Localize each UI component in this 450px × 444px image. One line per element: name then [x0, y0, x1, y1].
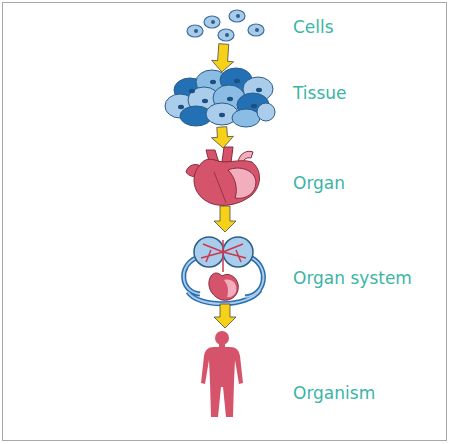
level-label: Organism — [293, 382, 443, 404]
nucleus — [194, 29, 198, 33]
level-arrow — [212, 44, 234, 72]
head — [215, 331, 229, 345]
frame — [3, 3, 447, 441]
nucleus — [256, 88, 262, 92]
level-node: Cells — [185, 8, 265, 44]
vessel-loop — [184, 258, 200, 294]
cell — [248, 24, 264, 36]
nucleus — [236, 14, 240, 18]
vessel-loop — [184, 258, 200, 294]
nucleus — [211, 20, 215, 24]
body — [201, 347, 243, 417]
lung — [194, 237, 224, 267]
vessel — [222, 147, 233, 163]
level-node: Organ — [183, 148, 267, 206]
vessel — [201, 244, 223, 262]
nucleus — [202, 99, 208, 103]
nucleus — [251, 104, 257, 108]
cell — [229, 10, 245, 22]
level-arrow — [214, 206, 236, 232]
organ-system-illustration — [184, 237, 264, 304]
heart-body — [194, 159, 259, 205]
nucleus — [189, 89, 195, 93]
vessel — [223, 244, 246, 262]
tissue-cell — [257, 103, 275, 121]
heart-line — [214, 172, 226, 203]
level-node: Organism — [195, 328, 255, 420]
level-node: Tissue — [165, 72, 275, 127]
tissue-cell — [232, 109, 260, 127]
nucleus — [227, 97, 233, 101]
nucleus — [178, 105, 184, 109]
cell — [204, 16, 220, 28]
organism-illustration — [201, 331, 243, 417]
ventricle — [224, 280, 236, 298]
level-arrow — [211, 127, 233, 148]
ventricle — [228, 168, 256, 198]
tissue-illustration — [165, 68, 275, 127]
level-label: Tissue — [293, 82, 443, 104]
lung — [223, 237, 253, 267]
level-label: Organ system — [293, 267, 443, 289]
nucleus — [255, 28, 259, 32]
level-label: Organ — [293, 172, 443, 194]
level-arrow — [214, 304, 236, 328]
nucleus — [210, 80, 216, 84]
level-node: Organ system — [180, 232, 270, 304]
cell — [187, 25, 203, 37]
nucleus — [219, 113, 225, 117]
nucleus — [225, 33, 229, 37]
heart-illustration — [186, 147, 260, 205]
cell — [218, 29, 234, 41]
vessel — [222, 240, 224, 272]
cells-illustration — [187, 10, 264, 41]
level-label: Cells — [293, 16, 443, 38]
heart — [209, 273, 238, 300]
nucleus — [234, 79, 240, 83]
